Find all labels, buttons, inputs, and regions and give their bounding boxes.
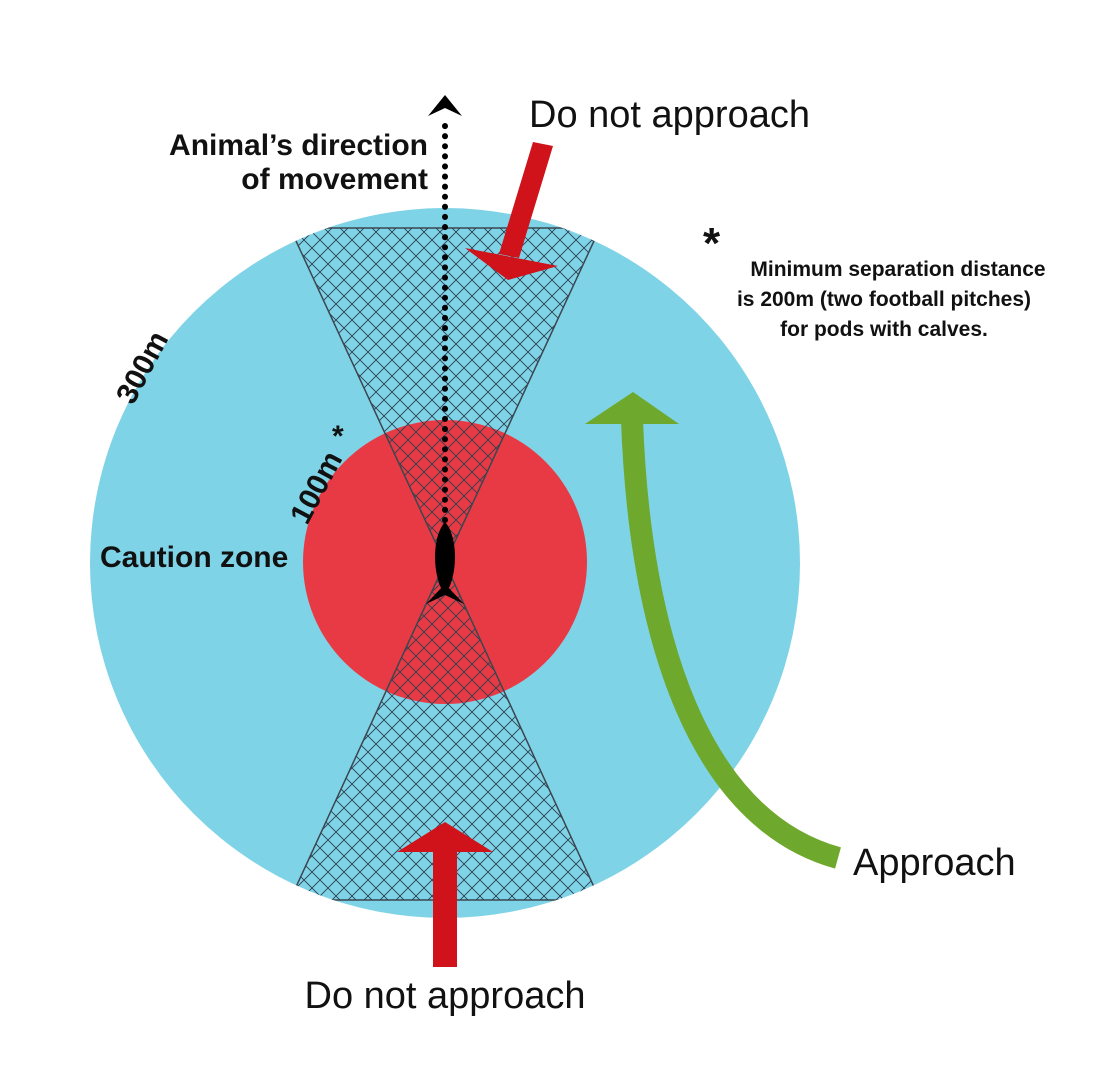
direction-label-line2: of movement xyxy=(241,163,428,196)
bottom-no-approach-arrow xyxy=(397,822,493,967)
approach-label: Approach xyxy=(853,842,1016,884)
note-line1: Minimum separation distance xyxy=(750,258,1045,281)
caution-zone-label: Caution zone xyxy=(100,541,288,574)
note-asterisk: * xyxy=(703,219,721,268)
inner-radius-asterisk: * xyxy=(332,420,344,453)
direction-arrowhead-icon xyxy=(428,95,462,116)
note-line2: is 200m (two football pitches) xyxy=(737,288,1031,311)
top-do-not-approach-label: Do not approach xyxy=(529,94,810,136)
top-no-approach-arrow xyxy=(465,142,558,280)
whale-silhouette-icon xyxy=(426,522,464,604)
bottom-do-not-approach-label: Do not approach xyxy=(305,975,586,1017)
approach-arrow xyxy=(585,392,842,869)
note-line3: for pods with calves. xyxy=(780,318,988,341)
direction-label-line1: Animal’s direction xyxy=(169,129,428,162)
